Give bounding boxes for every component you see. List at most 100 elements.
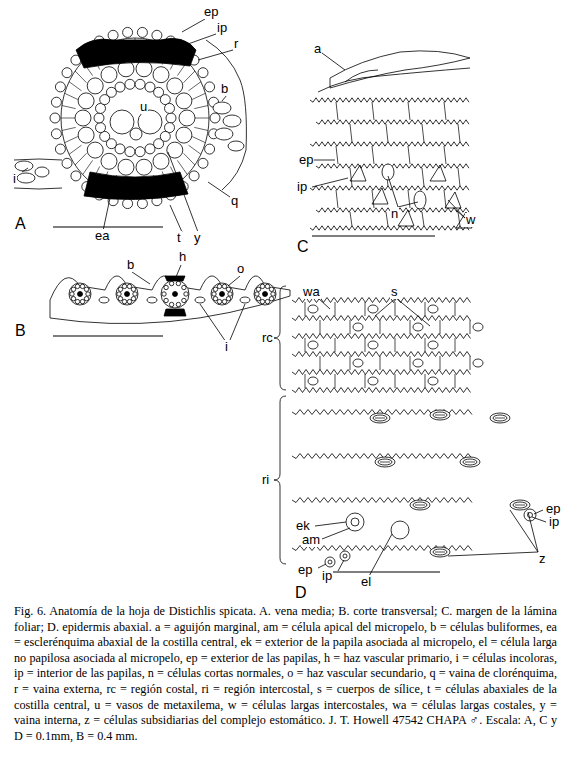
papilla [137, 27, 147, 37]
leader-line [170, 205, 182, 232]
papilla [55, 82, 65, 92]
stomatal-pore [515, 505, 525, 506]
leader-line [208, 182, 230, 197]
papilla [340, 551, 350, 561]
part-label: b [126, 258, 135, 272]
cell-wall [365, 374, 366, 388]
bundle-sheath-cell [255, 292, 259, 296]
stomatal-pore [375, 418, 385, 419]
vascular-bundle [254, 283, 276, 305]
papilla [137, 199, 147, 209]
cell-wall [455, 374, 456, 388]
bundle-sheath-cell [169, 281, 173, 285]
leader-line [230, 304, 245, 340]
outer-sheath-cell [75, 110, 91, 126]
cell-wall [320, 320, 321, 334]
bundle-sheath-cell [118, 287, 122, 291]
colorless-cell [240, 297, 250, 303]
silica-body [308, 341, 318, 349]
outer-sheath-cell [179, 110, 195, 126]
part-label: rc [261, 331, 274, 345]
chlorenchyma-wall [184, 153, 195, 165]
papilla [205, 144, 215, 154]
outer-sheath-cell [87, 78, 103, 94]
papilla [62, 158, 72, 168]
silica-body [353, 323, 363, 331]
bundle-sheath-cell [75, 284, 79, 288]
part-label: ep [298, 153, 314, 167]
leader-line [228, 276, 240, 286]
papilla [343, 554, 347, 558]
silica-body [308, 305, 318, 313]
guard-cell [413, 502, 427, 508]
vascular-bundle [161, 280, 189, 308]
silica-body [413, 359, 423, 367]
bulliform-cell [215, 128, 233, 140]
cell-wall [395, 302, 396, 316]
bundle-sheath-cell [164, 285, 168, 289]
bracket [274, 396, 286, 564]
subsidiary-cell [460, 457, 480, 467]
scale-bar [328, 571, 440, 572]
intercostal-cell-wall [292, 498, 472, 503]
cell-wall [380, 320, 381, 334]
sclerenchyma-cap [164, 309, 186, 316]
papilla [123, 27, 133, 37]
stomatal-pore [380, 462, 390, 463]
part-label: u [139, 100, 148, 114]
leader-line [315, 522, 346, 526]
bundle-sheath-cell [228, 292, 232, 296]
cell-wall [408, 146, 410, 164]
leader-line [182, 19, 205, 32]
part-label: ip [321, 569, 333, 583]
panel-letter: B [14, 322, 27, 339]
bundle-sheath-cell [226, 297, 230, 301]
outer-sheath-cell [176, 93, 192, 109]
cell-wall [470, 356, 471, 370]
chlorenchyma-wall [184, 71, 195, 83]
phloem-cell [130, 128, 142, 140]
cell-wall [395, 338, 396, 352]
long-cell-wall [310, 98, 469, 102]
outer-sheath-cell [176, 127, 192, 143]
papilla [108, 30, 118, 40]
part-label: wa [302, 285, 321, 299]
cell-wall [365, 338, 366, 352]
bundle-sheath-cell [71, 287, 75, 291]
cell-wall [408, 190, 410, 208]
bundle-sheath-cell [117, 292, 121, 296]
papilla [372, 188, 388, 204]
leader-line [198, 50, 233, 60]
stomatal-pore [415, 505, 425, 506]
chlorenchyma-wall [69, 82, 81, 91]
cell-wall [425, 338, 426, 352]
midrib-outline [61, 38, 209, 198]
inner-sheath-cell [165, 103, 175, 113]
panel-letter: D [294, 584, 308, 601]
bundle-sheath-cell [256, 297, 260, 301]
cell-wall [335, 338, 336, 352]
short-cell [414, 191, 426, 209]
bundle-sheath-cell [133, 292, 137, 296]
chlorenchyma-wall [65, 137, 78, 143]
leaf-blade-edge [14, 159, 62, 189]
leader-line [388, 176, 398, 207]
part-label: o [236, 262, 245, 276]
leaf-section-outline [50, 276, 290, 324]
xylem [220, 292, 225, 297]
guard-cell [373, 415, 387, 421]
part-label: a [313, 42, 322, 56]
papilla [62, 68, 72, 78]
bundle-sheath-cell [226, 287, 230, 291]
inner-sheath-cell [96, 123, 106, 133]
chlorenchyma-wall [192, 93, 205, 99]
colorless-cell [17, 173, 35, 183]
silica-body [473, 359, 483, 367]
cell-wall [372, 190, 374, 208]
bundle-sheath-cell [84, 297, 88, 301]
part-label: ep [297, 563, 313, 577]
cell-wall [335, 374, 336, 388]
leader-line [200, 304, 226, 342]
cell-wall [422, 124, 424, 142]
scale-bar [53, 335, 163, 336]
